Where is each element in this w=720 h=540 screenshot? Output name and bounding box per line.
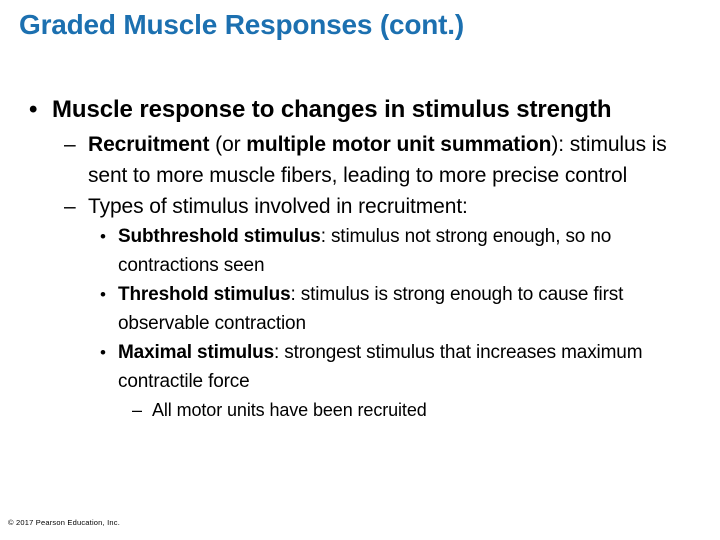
bullet-level1-text: Muscle response to changes in stimulus s… bbox=[52, 96, 612, 123]
bullet-level2-recruitment: – Recruitment (or multiple motor unit su… bbox=[0, 129, 720, 191]
bullet-dot-icon: • bbox=[29, 96, 38, 123]
recruitment-connector: (or bbox=[209, 133, 247, 156]
bullet-dot-icon: • bbox=[100, 285, 106, 304]
bullet-level1-muscle-response: • Muscle response to changes in stimulus… bbox=[0, 92, 720, 127]
subthreshold-definition: : stimulus not strong enough, so no cont… bbox=[118, 226, 612, 276]
subthreshold-term: Subthreshold stimulus bbox=[118, 226, 321, 247]
bullet-dash-icon: – bbox=[64, 133, 76, 156]
page-title: Graded Muscle Responses (cont.) bbox=[19, 9, 465, 40]
bullet-level3-threshold: • Threshold stimulus: stimulus is strong… bbox=[0, 280, 720, 338]
bullet-level2-types-text: Types of stimulus involved in recruitmen… bbox=[88, 195, 468, 218]
bullet-level2-types: – Types of stimulus involved in recruitm… bbox=[0, 191, 720, 222]
maximal-definition: : strongest stimulus that increases maxi… bbox=[118, 342, 643, 392]
recruitment-alt-term: multiple motor unit summation bbox=[246, 133, 552, 156]
threshold-term: Threshold stimulus bbox=[118, 284, 291, 305]
threshold-definition: : stimulus is strong enough to cause fir… bbox=[118, 284, 624, 334]
recruitment-term: Recruitment bbox=[88, 133, 210, 156]
bullet-level3-subthreshold: • Subthreshold stimulus: stimulus not st… bbox=[0, 222, 720, 280]
maximal-term: Maximal stimulus bbox=[118, 342, 274, 363]
bullet-dash-icon: – bbox=[132, 400, 142, 420]
bullet-level3-maximal: • Maximal stimulus: strongest stimulus t… bbox=[0, 338, 720, 396]
bullet-dot-icon: • bbox=[100, 227, 106, 246]
bullet-level4-text: All motor units have been recruited bbox=[152, 400, 427, 420]
recruitment-definition: ): stimulus is sent to more muscle fiber… bbox=[88, 133, 667, 187]
bullet-dot-icon: • bbox=[100, 343, 106, 362]
slide-body: • Muscle response to changes in stimulus… bbox=[0, 92, 720, 424]
bullet-level4-all-motor-units: – All motor units have been recruited bbox=[0, 396, 720, 424]
bullet-dash-icon: – bbox=[64, 195, 76, 218]
copyright-notice: © 2017 Pearson Education, Inc. bbox=[8, 518, 121, 527]
